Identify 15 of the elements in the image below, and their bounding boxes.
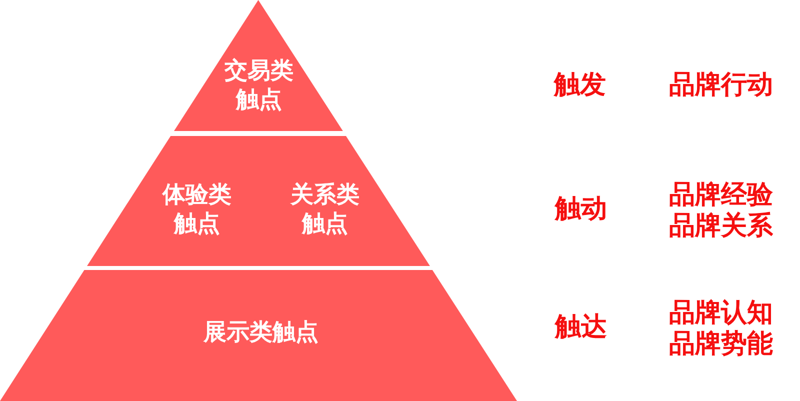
- tier-label: 关系类触点: [289, 181, 360, 239]
- tier-label: 交易类触点: [223, 57, 294, 115]
- level-label: 触达: [555, 312, 607, 342]
- outcome-label: 品牌认知: [669, 298, 773, 328]
- pyramid-tier: [0, 270, 517, 401]
- outcome-label: 品牌行动: [669, 70, 773, 100]
- tier-label: 展示类触点: [204, 318, 318, 348]
- outcome-label: 品牌势能: [669, 329, 773, 359]
- pyramid-tier: [86, 136, 430, 266]
- level-label: 触发: [554, 70, 606, 100]
- pyramid-tier: [174, 0, 343, 131]
- level-label: 触动: [555, 194, 607, 224]
- tier-label: 体验类触点: [161, 181, 232, 239]
- outcome-label: 品牌关系: [669, 211, 773, 241]
- outcome-label: 品牌经验: [669, 180, 773, 210]
